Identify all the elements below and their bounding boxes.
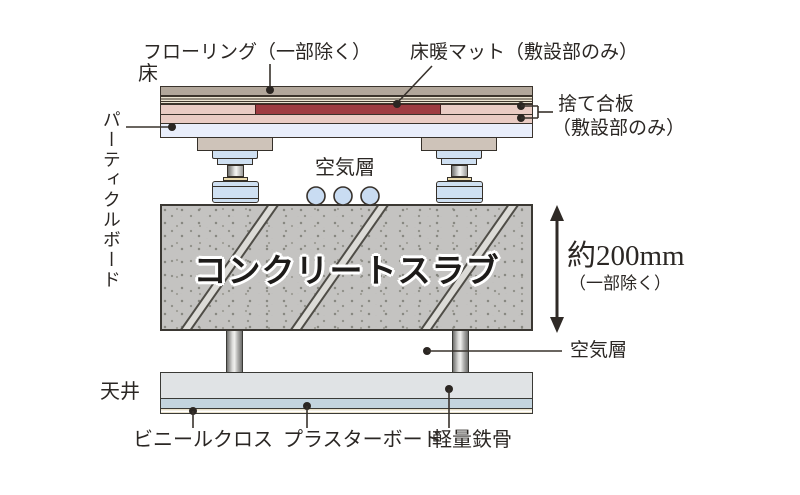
support-cap [212,151,258,159]
support-bolt [450,165,468,177]
support-base [421,137,497,151]
plywood-label-line2: （敷設部のみ） [552,118,686,139]
flooring-label: フローリング（一部除く） [143,42,372,63]
support-leg-right [421,137,497,203]
air-layer-top-label: 空気層 [315,157,375,179]
support-washer [446,177,472,181]
concrete-slab: コンクリートスラブ [160,204,533,331]
particle-board-label: パーティクルボード [100,110,121,290]
ceiling-label: 天井 [100,381,140,403]
support-base [197,137,273,151]
support-cap [441,159,477,165]
dimension-arrow [550,205,564,333]
support-leg-left [197,137,273,203]
floor-label: 床 [138,63,158,85]
support-rubber-foot [211,181,259,203]
slab-dimension-note: （一部除く） [569,274,671,293]
support-cap [436,151,482,159]
support-rubber-foot [435,181,483,203]
air-layer-bottom-label: 空気層 [570,340,628,361]
heating-mat-label: 床暖マット（敷設部のみ） [410,42,639,63]
plywood-label-line1: 捨て合板 [558,94,635,115]
air-bubble-icons [306,186,380,206]
support-cap [217,159,253,165]
ceiling-hanger-right [452,331,469,373]
slab-dimension-label: 約200mm [567,240,685,272]
plaster-board-label: プラスターボード [283,429,443,451]
light-steel-layer [160,372,533,399]
support-washer [222,177,248,181]
support-bolt [226,165,244,177]
ceiling-hanger-left [226,331,243,373]
concrete-slab-label: コンクリートスラブ [193,253,500,290]
vinyl-cloth-label: ビニールクロス [133,429,273,451]
light-steel-label: 軽量鉄骨 [432,429,512,451]
vinyl-cloth-layer [160,408,533,414]
leader-air-bottom [423,347,562,355]
particle-board-layer [160,123,533,138]
